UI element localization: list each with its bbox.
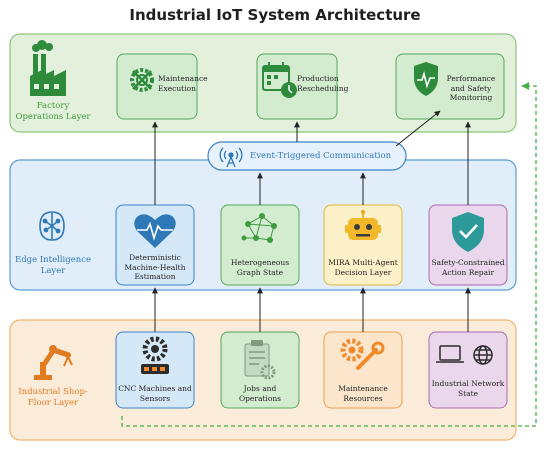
heart-pulse-icon <box>134 214 176 248</box>
mira-decision-layer-label: MIRA Multi-Agent Decision Layer <box>328 258 398 277</box>
communication-label: Event-Triggered Communication <box>250 151 392 161</box>
arrow-comm-to-monitoring <box>395 110 441 147</box>
factory-icon <box>30 40 66 96</box>
shield-heartbeat-icon <box>414 62 438 96</box>
brain-head-icon <box>39 211 65 241</box>
robot-icon <box>345 210 381 240</box>
heterogeneous-graph-state-label: Heterogeneous Graph State <box>230 258 290 277</box>
industrial-network-state-label: Industrial Network State <box>431 379 505 398</box>
maintenance-resources-label: Maintenance Resources <box>338 384 388 403</box>
cnc-machines-sensors-label: CNC Machines and Sensors <box>118 384 192 403</box>
graph-network-icon <box>241 213 277 243</box>
diagram-title: Industrial IoT System Architecture <box>129 6 421 24</box>
pulse-line <box>137 221 173 241</box>
antenna-icon <box>219 147 243 168</box>
robot-arm-icon <box>34 345 73 380</box>
shopfloor-layer-label: Industrial Shop-Floor Layer <box>18 387 88 408</box>
cnc-gear-icon <box>141 336 169 374</box>
factory-layer-label: Factory Operations Layer <box>15 101 91 122</box>
communication-pill <box>207 141 407 171</box>
laptop-globe-icon <box>436 345 493 365</box>
calendar-clock-icon <box>262 62 297 98</box>
production-rescheduling-label: Production Rescheduling <box>297 74 349 93</box>
edge-layer-label: Edge Intelligence Layer <box>15 255 91 276</box>
machine-health-estimation-label: Deterministic Machine-Health Estimation <box>124 253 186 281</box>
performance-safety-monitoring-label: Performance and Safety Monitoring <box>446 74 496 102</box>
feedback-loop-arrow <box>121 82 537 427</box>
safety-action-repair-label: Safety-Constrained Action Repair <box>431 258 505 277</box>
wrench-gear-icon <box>130 68 154 92</box>
jobs-operations-label: Jobs and Operations <box>238 384 282 403</box>
clipboard-gear-icon <box>244 340 276 380</box>
maintenance-execution-label: Maintenance Execution <box>158 74 208 93</box>
gear-wrench-icon <box>340 338 385 370</box>
shield-check-icon <box>452 212 484 252</box>
